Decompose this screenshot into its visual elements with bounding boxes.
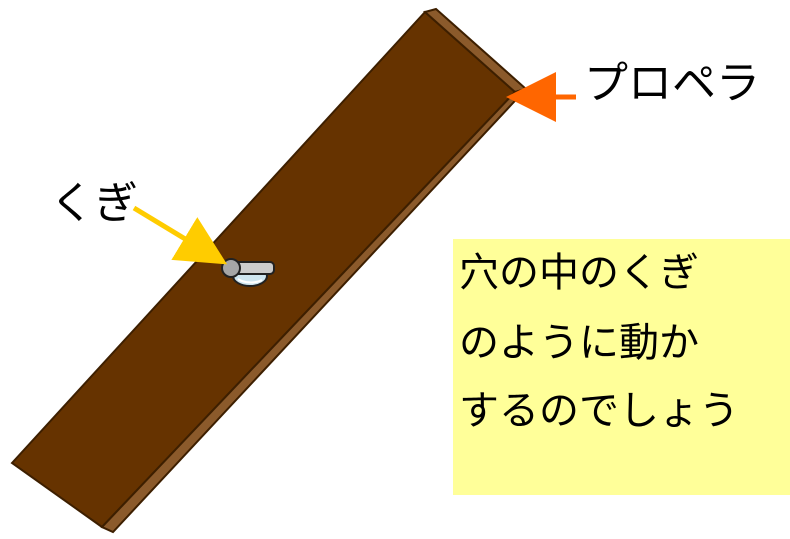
question-line-3: するのでしょう (459, 388, 739, 434)
nail-label: くぎ (50, 178, 138, 229)
question-line-1: 穴の中のくぎ (459, 250, 699, 296)
propeller-label: プロペラ (584, 58, 760, 109)
question-line-2: のように動か (459, 320, 699, 366)
question-box: 穴の中のくぎ のように動か するのでしょう (453, 239, 790, 495)
nail-arrow (132, 205, 228, 265)
